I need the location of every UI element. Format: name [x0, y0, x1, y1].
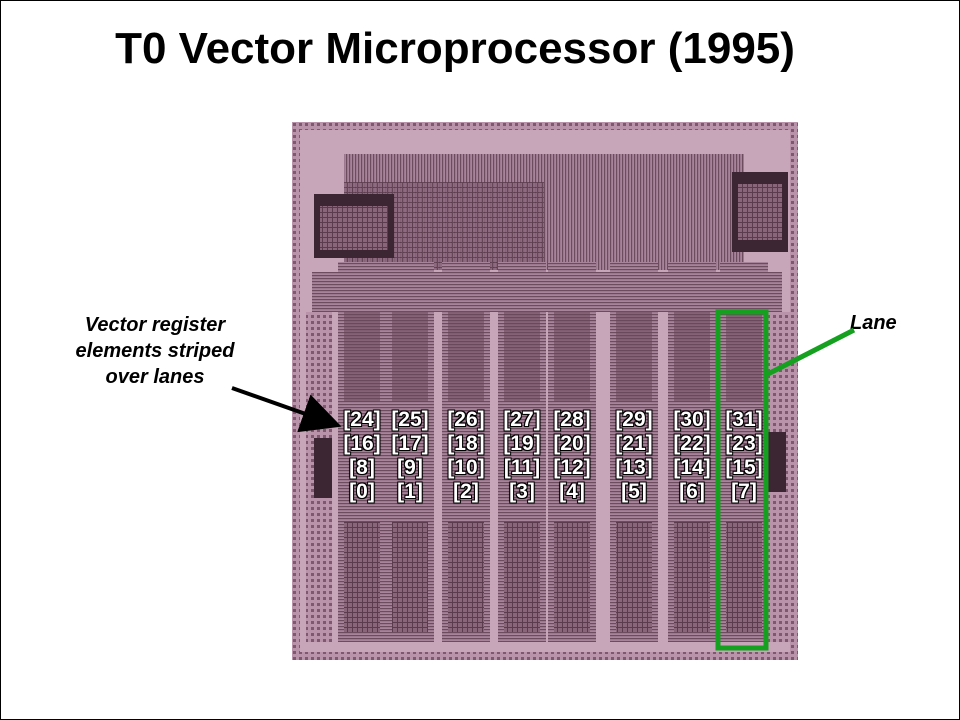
element-index-label: [11]: [503, 456, 541, 479]
element-index-label: [1]: [397, 480, 423, 503]
element-index-label: [16]: [343, 432, 381, 455]
lane-pointer-line: [766, 327, 856, 377]
element-index-label: [30]: [673, 408, 711, 431]
top-right-block-inner: [738, 184, 782, 240]
element-index-label: [6]: [679, 480, 705, 503]
element-index-label: [9]: [397, 456, 423, 479]
lane-0-elements: [24][16][8][0]: [337, 408, 387, 504]
annotation-line-2: elements striped: [75, 340, 235, 362]
element-index-label: [8]: [349, 456, 375, 479]
lane-datapath-0: [344, 312, 380, 402]
element-index-label: [17]: [391, 432, 429, 455]
left-io-dark: [314, 438, 332, 498]
lane-datapath-7: [726, 312, 762, 402]
element-index-label: [3]: [509, 480, 535, 503]
lane-7-elements: [31][23][15][7]: [719, 408, 769, 504]
element-index-label: [18]: [447, 432, 485, 455]
lane-datapath-3: [504, 312, 540, 402]
element-index-label: [7]: [731, 480, 757, 503]
element-index-label: [20]: [553, 432, 591, 455]
element-index-label: [27]: [503, 408, 541, 431]
vector-register-annotation: Vector register elements striped over la…: [30, 312, 280, 390]
lane-datapath-4: [554, 312, 590, 402]
lane-datapath-2: [448, 312, 484, 402]
lane-regfile-2: [448, 522, 484, 632]
lane-4-elements: [28][20][12][4]: [547, 408, 597, 504]
lane-datapath-1: [392, 312, 428, 402]
t0-die-photo: [292, 122, 798, 660]
lane-datapath-6: [674, 312, 710, 402]
lane-regfile-5: [616, 522, 652, 632]
element-index-label: [29]: [615, 408, 653, 431]
element-index-label: [31]: [725, 408, 763, 431]
element-index-label: [14]: [673, 456, 711, 479]
lane-regfile-6: [674, 522, 710, 632]
slide-title: T0 Vector Microprocessor (1995): [115, 24, 795, 73]
element-index-label: [26]: [447, 408, 485, 431]
lane-regfile-0: [344, 522, 380, 632]
element-index-label: [10]: [447, 456, 485, 479]
element-index-label: [25]: [391, 408, 429, 431]
lane-highlight-box: [715, 309, 769, 651]
element-index-label: [4]: [559, 480, 585, 503]
element-index-label: [12]: [553, 456, 591, 479]
lane-regfile-7: [726, 522, 762, 632]
element-index-label: [13]: [615, 456, 653, 479]
lane-1-elements: [25][17][9][1]: [385, 408, 435, 504]
lane-5-elements: [29][21][13][5]: [609, 408, 659, 504]
lane-3-elements: [27][19][11][3]: [497, 408, 547, 504]
element-index-label: [22]: [673, 432, 711, 455]
annotation-arrow: [231, 386, 342, 433]
lane-datapath-5: [616, 312, 652, 402]
pad-ring: [292, 122, 798, 660]
element-index-label: [2]: [453, 480, 479, 503]
lane-columns: [338, 262, 768, 642]
lane-regfile-3: [504, 522, 540, 632]
top-left-block-inner: [320, 206, 388, 250]
right-io-dark: [768, 432, 786, 492]
element-index-label: [24]: [343, 408, 381, 431]
lane-6-elements: [30][22][14][6]: [667, 408, 717, 504]
annotation-line-1: Vector register: [84, 314, 226, 336]
element-index-label: [19]: [503, 432, 541, 455]
element-index-label: [21]: [615, 432, 653, 455]
element-index-label: [5]: [621, 480, 647, 503]
lane-regfile-4: [554, 522, 590, 632]
annotation-line-3: over lanes: [105, 366, 205, 388]
lane-regfile-1: [392, 522, 428, 632]
lane-2-elements: [26][18][10][2]: [441, 408, 491, 504]
element-index-label: [28]: [553, 408, 591, 431]
element-index-label: [15]: [725, 456, 763, 479]
element-index-label: [0]: [349, 480, 375, 503]
lane-annotation: Lane: [850, 312, 897, 334]
element-index-label: [23]: [725, 432, 763, 455]
